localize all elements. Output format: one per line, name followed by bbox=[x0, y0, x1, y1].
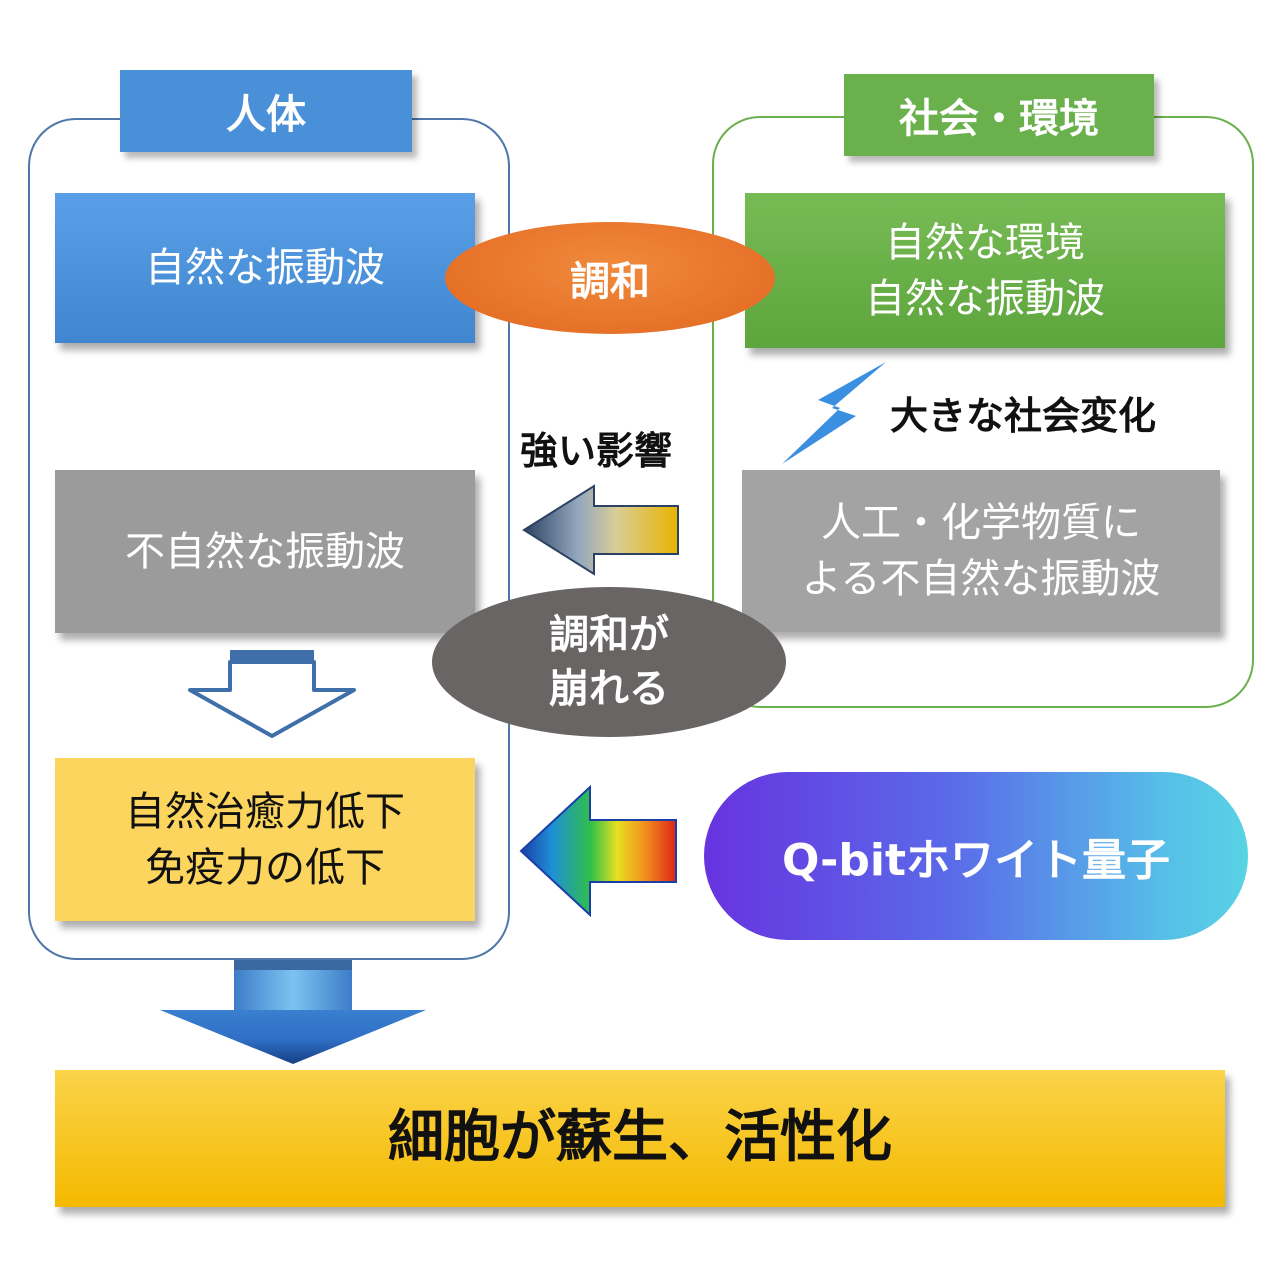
society-artificial-box: 人工・化学物質に よる不自然な振動波 bbox=[742, 470, 1220, 632]
down-arrow-outline-icon bbox=[188, 650, 356, 738]
society-natural-line-1: 自然な環境 bbox=[885, 219, 1085, 266]
human-natural-vibration-box: 自然な振動波 bbox=[55, 193, 475, 343]
society-natural-line-2: 自然な振動波 bbox=[865, 275, 1105, 322]
lightning-icon bbox=[782, 362, 886, 464]
harmony-ellipse: 調和 bbox=[445, 222, 775, 334]
big-down-arrow-icon bbox=[160, 960, 426, 1064]
society-natural-box: 自然な環境 自然な振動波 bbox=[745, 193, 1225, 348]
society-header: 社会・環境 bbox=[844, 74, 1154, 156]
healing-decline-line-2: 免疫力の低下 bbox=[145, 844, 385, 891]
harmony-text: 調和 bbox=[570, 259, 650, 305]
human-header: 人体 bbox=[120, 70, 412, 152]
healing-decline-box: 自然治癒力低下 免疫力の低下 bbox=[55, 758, 475, 921]
society-artificial-line-1: 人工・化学物質に bbox=[821, 500, 1141, 546]
society-artificial-line-2: よる不自然な振動波 bbox=[801, 556, 1161, 602]
broken-harmony-line-2: 崩れる bbox=[549, 666, 669, 712]
human-natural-vibration-text: 自然な振動波 bbox=[145, 245, 385, 291]
broken-harmony-line-1: 調和が bbox=[549, 612, 669, 658]
cell-revitalization-text: 細胞が蘇生、活性化 bbox=[388, 1105, 892, 1171]
strong-influence-arrow-icon bbox=[522, 484, 679, 576]
broken-harmony-ellipse: 調和が 崩れる bbox=[432, 587, 786, 737]
strong-influence-label: 強い影響 bbox=[520, 429, 673, 473]
healing-decline-line-1: 自然治癒力低下 bbox=[125, 788, 405, 835]
qbit-text: Q-bitホワイト量子 bbox=[781, 835, 1171, 886]
big-social-change-label: 大きな社会変化 bbox=[890, 394, 1157, 438]
qbit-white-quantum-pill: Q-bitホワイト量子 bbox=[704, 772, 1248, 940]
human-unnatural-vibration-box: 不自然な振動波 bbox=[55, 470, 475, 633]
cell-revitalization-result-box: 細胞が蘇生、活性化 bbox=[55, 1070, 1225, 1207]
rainbow-arrow-icon bbox=[519, 784, 677, 918]
human-unnatural-vibration-text: 不自然な振動波 bbox=[125, 528, 405, 575]
